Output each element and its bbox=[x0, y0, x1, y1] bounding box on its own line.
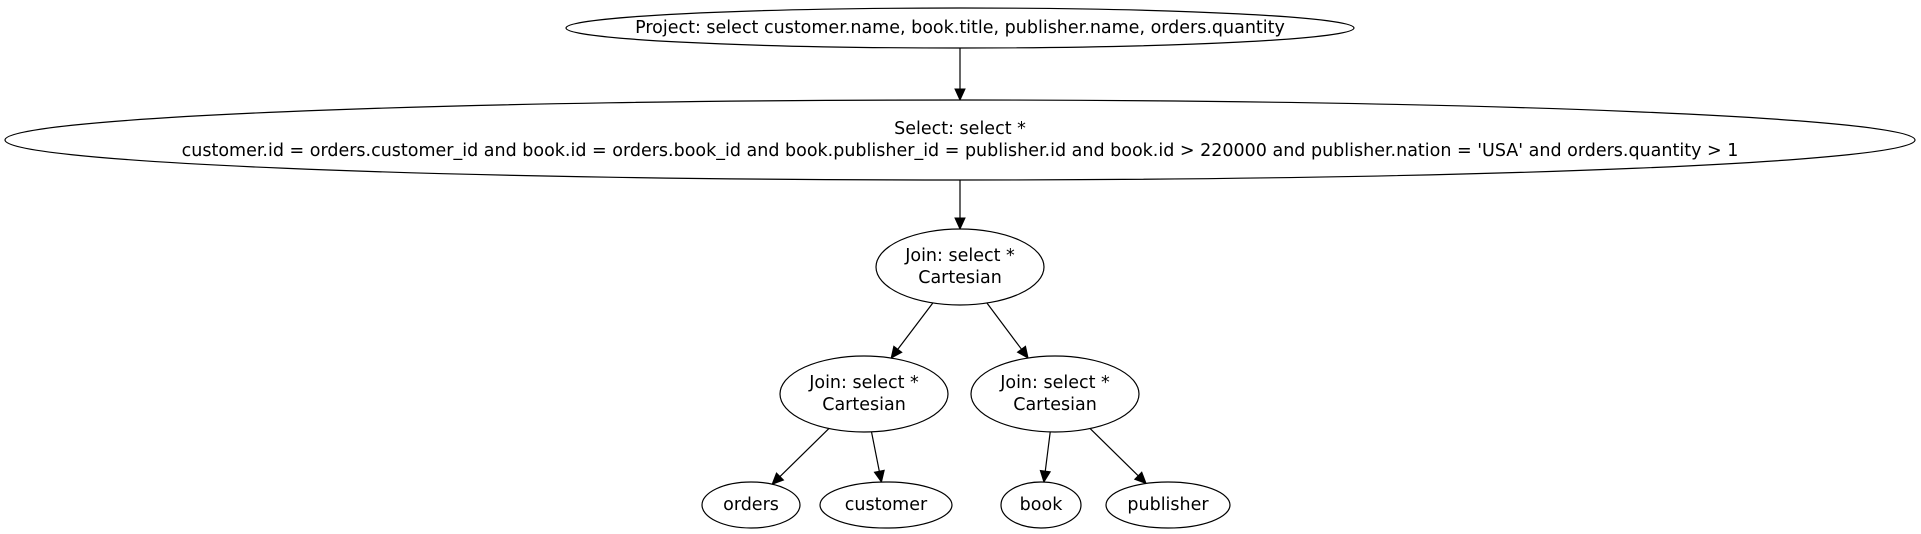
edge-line bbox=[779, 428, 830, 477]
node-project: Project: select customer.name, book.titl… bbox=[565, 7, 1355, 49]
node-ellipse bbox=[565, 7, 1355, 49]
node-ellipse bbox=[779, 355, 949, 433]
node-label-line: Select: select * bbox=[894, 119, 1026, 139]
node-label-line: customer bbox=[845, 495, 928, 515]
node-ellipse bbox=[819, 481, 953, 529]
node-ellipse bbox=[701, 481, 801, 529]
edge-join-right-to-book bbox=[1039, 431, 1052, 484]
node-label-line: Project: select customer.name, book.titl… bbox=[635, 18, 1285, 38]
edges-layer bbox=[771, 48, 1147, 486]
node-join-right: Join: select *Cartesian bbox=[970, 355, 1140, 433]
node-label-line: Join: select * bbox=[904, 246, 1015, 266]
arrow-head bbox=[1016, 345, 1029, 359]
node-label-line: Join: select * bbox=[999, 373, 1110, 393]
arrow-head bbox=[954, 217, 966, 231]
arrow-head bbox=[771, 472, 785, 486]
arrow-head bbox=[873, 469, 885, 484]
node-orders: orders bbox=[701, 481, 801, 529]
node-label-line: orders bbox=[723, 495, 779, 515]
node-label-line: publisher bbox=[1127, 495, 1209, 515]
edge-join-right-to-publisher bbox=[1089, 428, 1147, 485]
edge-line bbox=[1089, 428, 1139, 477]
node-label-line: book bbox=[1020, 495, 1064, 515]
edge-join-left-to-orders bbox=[771, 428, 830, 486]
arrow-head bbox=[890, 345, 903, 360]
edge-line bbox=[870, 431, 880, 472]
node-ellipse bbox=[1000, 481, 1082, 529]
arrow-head bbox=[1133, 471, 1147, 485]
node-ellipse bbox=[1105, 481, 1231, 529]
edge-join-left-to-customer bbox=[870, 431, 885, 484]
node-customer: customer bbox=[819, 481, 953, 529]
arrow-head bbox=[1039, 469, 1052, 484]
node-book: book bbox=[1000, 481, 1082, 529]
arrow-head bbox=[954, 88, 966, 102]
node-label-line: Cartesian bbox=[918, 268, 1002, 288]
node-label-line: customer.id = orders.customer_id and boo… bbox=[182, 141, 1739, 161]
node-ellipse bbox=[970, 355, 1140, 433]
node-publisher: publisher bbox=[1105, 481, 1231, 529]
node-ellipse bbox=[4, 99, 1916, 181]
node-label-line: Cartesian bbox=[1013, 395, 1097, 415]
node-label-line: Join: select * bbox=[808, 373, 919, 393]
node-select: Select: select *customer.id = orders.cus… bbox=[4, 99, 1916, 181]
edge-line bbox=[986, 302, 1022, 350]
edge-line bbox=[897, 302, 934, 350]
edge-join-root-to-join-right bbox=[986, 302, 1029, 359]
nodes-layer: Project: select customer.name, book.titl… bbox=[4, 7, 1916, 529]
node-join-left: Join: select *Cartesian bbox=[779, 355, 949, 433]
edge-project-to-select bbox=[954, 48, 966, 102]
edge-select-to-join-root bbox=[954, 180, 966, 231]
node-label-line: Cartesian bbox=[822, 395, 906, 415]
edge-line bbox=[1044, 431, 1051, 472]
node-join-root: Join: select *Cartesian bbox=[875, 228, 1045, 306]
node-ellipse bbox=[875, 228, 1045, 306]
edge-join-root-to-join-left bbox=[890, 302, 934, 360]
